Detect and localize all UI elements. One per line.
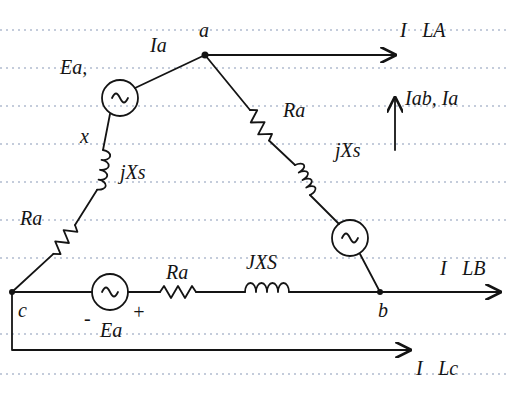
resistance-label: Ra bbox=[166, 260, 188, 284]
inductor-symbol bbox=[295, 161, 317, 195]
inductor-symbol bbox=[245, 283, 289, 292]
wire bbox=[12, 291, 92, 293]
resistor-symbol bbox=[160, 286, 196, 298]
wire bbox=[196, 291, 245, 293]
junction-dot bbox=[9, 289, 15, 295]
terminal-mark: x bbox=[80, 124, 89, 148]
source-tilde bbox=[342, 234, 358, 243]
inductor-symbol bbox=[97, 150, 111, 191]
polarity-mark: - bbox=[84, 306, 91, 330]
polarity-mark: + bbox=[132, 300, 146, 324]
zigzag bbox=[49, 221, 80, 257]
wire bbox=[310, 195, 339, 224]
voltage-source bbox=[332, 220, 368, 256]
zigzag bbox=[245, 107, 274, 144]
junction-dots bbox=[9, 52, 383, 296]
line-current-arrow bbox=[380, 291, 500, 293]
reactance-label: jXs bbox=[120, 160, 146, 184]
wire bbox=[289, 291, 380, 293]
source-tilde bbox=[112, 94, 128, 103]
wire bbox=[205, 55, 250, 110]
wire bbox=[360, 254, 380, 292]
junction-dot bbox=[202, 52, 209, 59]
wire bbox=[75, 190, 97, 225]
line-current-arrow bbox=[205, 54, 395, 56]
resistor-symbol bbox=[245, 107, 274, 144]
wire bbox=[135, 55, 205, 88]
coil bbox=[97, 150, 111, 191]
resistor-symbol bbox=[49, 221, 80, 257]
voltage-source bbox=[102, 80, 138, 116]
line-current-arrow bbox=[12, 292, 410, 350]
ruled-line bbox=[0, 181, 508, 182]
phase-current-arrow bbox=[394, 98, 396, 150]
wire bbox=[269, 141, 295, 166]
current-label: Iab, Ia bbox=[405, 86, 458, 110]
reactance-label: jXs bbox=[335, 138, 361, 162]
line-current-label: I⃗LA bbox=[400, 18, 446, 42]
line-current-label: I⃗Lc bbox=[416, 356, 458, 380]
coil bbox=[295, 161, 317, 195]
ruled-line bbox=[0, 333, 508, 334]
line-current-label: I⃗LB bbox=[440, 256, 486, 280]
circuit bbox=[12, 55, 500, 350]
junction-dot bbox=[377, 289, 383, 295]
emf-label: Ea, bbox=[60, 55, 87, 79]
ruled-line bbox=[0, 143, 508, 144]
wire bbox=[103, 114, 110, 150]
node-letter: a bbox=[199, 18, 209, 42]
wire bbox=[128, 291, 160, 293]
resistance-label: Ra bbox=[283, 98, 305, 122]
reactance-label: JXS bbox=[246, 250, 277, 274]
notebook-lines bbox=[0, 30, 508, 374]
current-label: Ia bbox=[150, 33, 167, 57]
node-letter: c bbox=[18, 298, 27, 322]
source-tilde bbox=[102, 288, 118, 297]
ruled-line bbox=[0, 219, 508, 220]
wire bbox=[12, 254, 53, 292]
node-letter: b bbox=[378, 298, 388, 322]
resistance-label: Ra bbox=[20, 206, 42, 230]
emf-label: Ea bbox=[100, 318, 122, 342]
voltage-source bbox=[92, 274, 128, 310]
